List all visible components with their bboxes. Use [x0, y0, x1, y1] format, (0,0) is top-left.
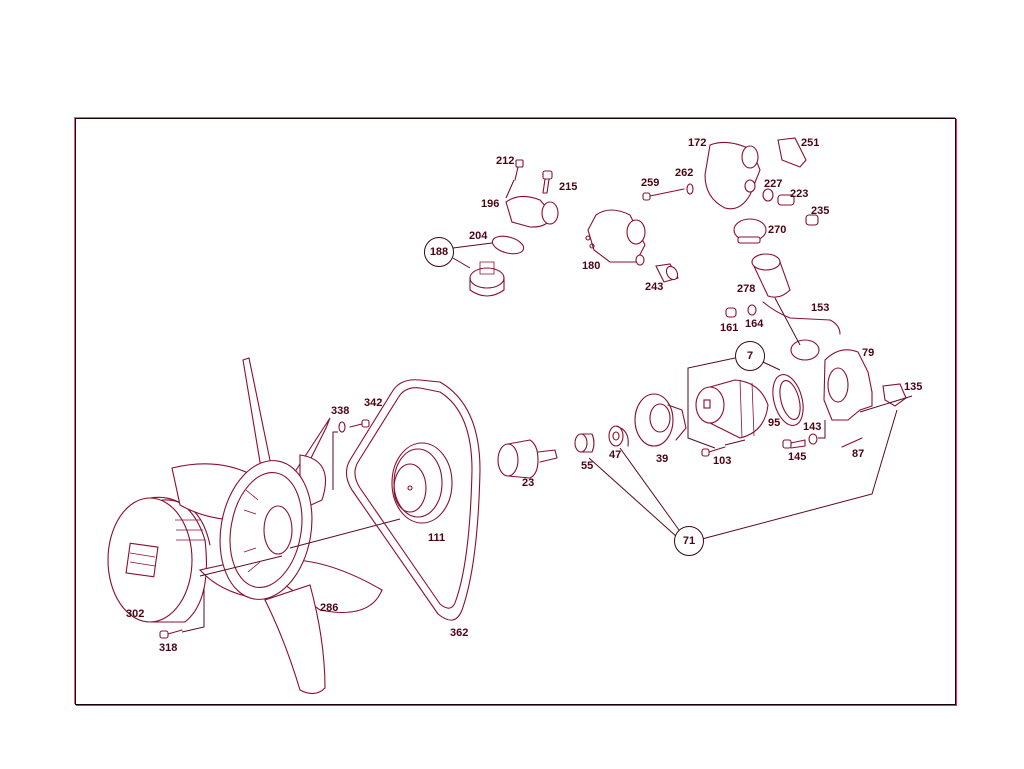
bolt-215[interactable] — [542, 170, 553, 194]
plug-235[interactable] — [805, 214, 819, 226]
bolt-342[interactable] — [349, 419, 370, 428]
washer-164[interactable] — [747, 304, 757, 316]
housing-79[interactable] — [790, 339, 873, 421]
label-part-212[interactable]: 212 — [496, 155, 515, 167]
bolt-161[interactable] — [725, 307, 737, 318]
water-pump-7[interactable] — [695, 379, 769, 439]
diagram-frame — [75, 118, 956, 705]
label-part-227[interactable]: 227 — [764, 178, 783, 190]
gasket-251[interactable] — [777, 137, 807, 168]
gasket-135[interactable] — [882, 383, 907, 407]
label-part-278[interactable]: 278 — [737, 283, 756, 295]
pipe-153[interactable] — [762, 301, 841, 335]
label-part-79[interactable]: 79 — [862, 347, 875, 359]
label-part-164[interactable]: 164 — [745, 318, 764, 330]
shaft-23[interactable] — [497, 439, 558, 479]
hose-243[interactable] — [655, 263, 680, 283]
belt-362[interactable] — [345, 379, 481, 621]
label-part-302[interactable]: 302 — [126, 608, 145, 620]
label-part-111[interactable]: 111 — [428, 532, 446, 544]
label-part-180[interactable]: 180 — [582, 260, 601, 272]
pulley-111[interactable] — [391, 442, 453, 524]
label-part-243[interactable]: 243 — [645, 281, 664, 293]
label-part-172[interactable]: 172 — [688, 137, 707, 149]
thermostat-housing-180[interactable] — [585, 209, 646, 266]
label-part-55[interactable]: 55 — [581, 460, 594, 472]
seal-227[interactable] — [762, 188, 774, 202]
label-part-215[interactable]: 215 — [559, 181, 578, 193]
label-part-270[interactable]: 270 — [768, 224, 787, 236]
label-part-135[interactable]: 135 — [904, 381, 923, 393]
hose-278[interactable] — [751, 253, 791, 298]
bolt-103[interactable] — [701, 446, 726, 457]
fan-286[interactable] — [171, 357, 383, 695]
label-part-204[interactable]: 204 — [469, 230, 488, 242]
callout-part-188[interactable]: 188 — [424, 237, 454, 267]
bolt-259[interactable] — [642, 188, 685, 201]
label-part-103[interactable]: 103 — [713, 455, 732, 467]
label-part-338[interactable]: 338 — [331, 405, 350, 417]
label-part-196[interactable]: 196 — [481, 198, 500, 210]
label-part-362[interactable]: 362 — [450, 627, 469, 639]
label-part-143[interactable]: 143 — [803, 421, 822, 433]
label-part-286[interactable]: 286 — [320, 602, 339, 614]
impeller-39[interactable] — [634, 393, 687, 447]
label-part-318[interactable]: 318 — [159, 642, 178, 654]
clamp-270[interactable] — [733, 218, 767, 244]
pin-87[interactable] — [841, 437, 863, 448]
o-ring-204[interactable] — [490, 233, 525, 257]
label-part-153[interactable]: 153 — [811, 302, 830, 314]
gasket-95[interactable] — [768, 371, 809, 428]
bolt-318[interactable] — [159, 629, 183, 639]
fitting-223[interactable] — [777, 194, 795, 206]
label-part-223[interactable]: 223 — [790, 188, 809, 200]
callout-part-71[interactable]: 71 — [674, 526, 704, 556]
bolt-145[interactable] — [782, 439, 806, 449]
seal-47[interactable] — [608, 425, 629, 447]
label-part-39[interactable]: 39 — [656, 453, 669, 465]
housing-172[interactable] — [704, 141, 761, 210]
label-part-259[interactable]: 259 — [641, 177, 660, 189]
label-part-262[interactable]: 262 — [675, 167, 694, 179]
label-part-235[interactable]: 235 — [811, 205, 830, 217]
washer-143[interactable] — [808, 433, 818, 445]
label-part-95[interactable]: 95 — [768, 417, 781, 429]
callout-part-7[interactable]: 7 — [735, 341, 765, 371]
fan-clutch-302[interactable] — [107, 496, 211, 623]
washer-262[interactable] — [686, 183, 694, 195]
label-part-342[interactable]: 342 — [364, 397, 383, 409]
thermostat-cover-196[interactable] — [505, 195, 559, 228]
label-part-47[interactable]: 47 — [609, 449, 622, 461]
label-part-251[interactable]: 251 — [801, 137, 820, 149]
washer-338[interactable] — [338, 421, 346, 433]
seal-55[interactable] — [574, 433, 595, 453]
bolt-212[interactable] — [514, 159, 524, 181]
label-part-23[interactable]: 23 — [522, 477, 535, 489]
label-part-87[interactable]: 87 — [852, 448, 865, 460]
thermostat-188[interactable] — [469, 261, 505, 297]
label-part-161[interactable]: 161 — [720, 322, 739, 334]
label-part-145[interactable]: 145 — [788, 451, 807, 463]
